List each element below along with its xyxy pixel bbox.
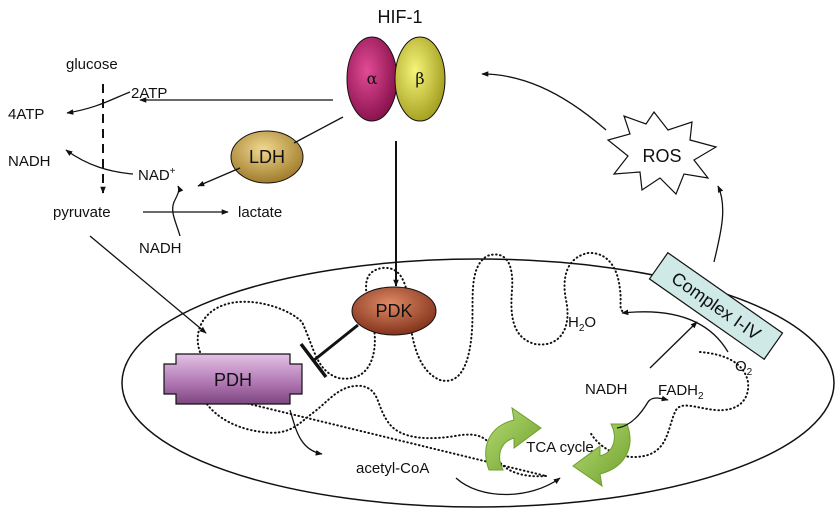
- hif1-to-ldh-line: [293, 116, 344, 144]
- tca-to-fadh2-arrow: [616, 395, 669, 429]
- hif1-beta-subunit: [394, 36, 446, 122]
- acetyl-coa-label: acetyl-CoA: [356, 460, 429, 477]
- pdk-enzyme: [351, 286, 437, 336]
- pdk-inhibition-bar: [299, 342, 328, 379]
- h2o-h: H: [568, 314, 579, 331]
- atp-yield-arrow: [66, 91, 131, 115]
- nadh-to-complex-arrow: [649, 321, 698, 369]
- ros-label: ROS: [642, 146, 681, 166]
- pyruvate-label: pyruvate: [53, 204, 111, 221]
- acetylcoa-to-tca-arrow: [455, 477, 561, 496]
- h2o-subscript: 2: [579, 323, 585, 334]
- nad-charge: +: [170, 166, 176, 177]
- h2o-label: H2O: [568, 314, 596, 334]
- ldh-to-nad-arrow: [197, 167, 241, 187]
- nad-plus-label: NAD+: [138, 166, 176, 184]
- fadh-base: FADH: [658, 382, 698, 399]
- atp-output-label: 4ATP: [8, 106, 44, 123]
- lactate-label: lactate: [238, 204, 282, 221]
- o2-subscript: 2: [747, 367, 753, 378]
- alpha-symbol: α: [367, 69, 378, 88]
- h2o-o: O: [584, 314, 596, 331]
- pdk-inhibition-line: [312, 323, 359, 363]
- nad-to-nadh-arrow: [65, 149, 134, 175]
- o2-label: O2: [735, 358, 753, 378]
- tca-cycle-arrow-top: [485, 406, 542, 471]
- beta-symbol: β: [415, 69, 424, 88]
- tca-cycle-label: TCA cycle: [526, 439, 594, 456]
- hif1-label: HIF-1: [378, 7, 423, 27]
- complex-to-ros-arrow: [713, 185, 724, 263]
- nadh-to-nad-arrow: [172, 185, 184, 237]
- ros-to-hif1-arrow: [481, 71, 607, 131]
- o2-base: O: [735, 358, 747, 375]
- pdh-label: PDH: [214, 370, 252, 390]
- ldh-enzyme: [230, 130, 304, 184]
- ros-burst: [606, 110, 718, 196]
- tca-cycle-arrow-bottom: [572, 423, 631, 488]
- nadh-top-label: NADH: [8, 153, 51, 170]
- pdh-to-acetylcoa-arrow: [289, 409, 323, 456]
- fadh2-label: FADH2: [658, 382, 704, 402]
- pyruvate-to-pdh-arrow: [89, 235, 207, 334]
- glucose-label: glucose: [66, 56, 118, 73]
- o2-to-h2o-arrow: [621, 309, 729, 353]
- pdk-label: PDK: [375, 301, 412, 321]
- complex-box: [648, 251, 784, 361]
- mito-nadh-label: NADH: [585, 381, 628, 398]
- nadh-bottom-label: NADH: [139, 240, 182, 257]
- fadh-subscript: 2: [698, 391, 704, 402]
- ldh-label: LDH: [249, 147, 285, 167]
- pdh-enzyme: [163, 353, 303, 405]
- nad-base: NAD: [138, 167, 170, 184]
